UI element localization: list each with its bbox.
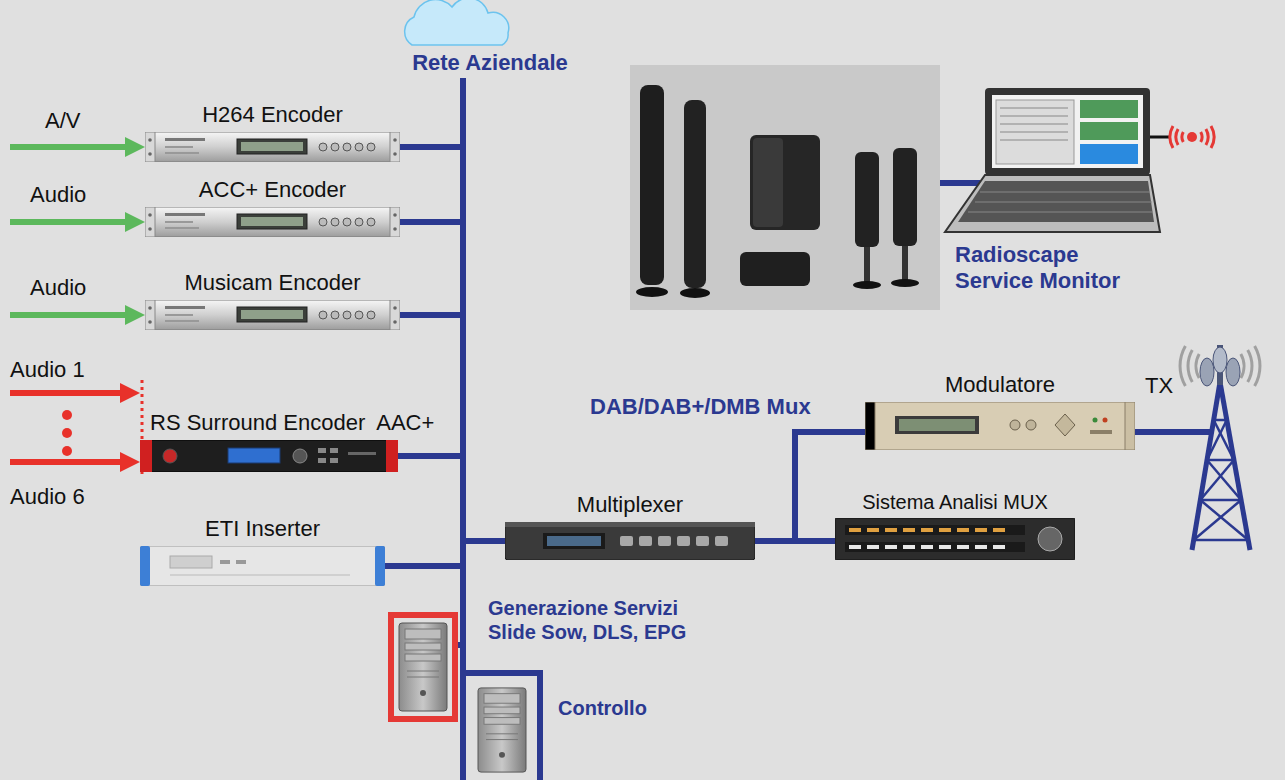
- laptop: [945, 88, 1160, 232]
- rack-unit: [145, 207, 400, 237]
- server-tower: [399, 623, 447, 711]
- network-link: [755, 538, 835, 544]
- signal-label: Audio 6: [10, 484, 85, 510]
- signal-label: A/V: [45, 108, 80, 134]
- rack-unit: [865, 402, 1135, 450]
- device-label: Musicam Encoder: [184, 270, 360, 296]
- device-label: Radioscape Service Monitor: [955, 242, 1140, 295]
- network-link: [398, 78, 463, 456]
- server-tower: [478, 688, 526, 772]
- signal-label: DAB/DAB+/DMB Mux: [590, 394, 811, 420]
- device-label: Generazione Servizi Slide Sow, DLS, EPG: [488, 596, 713, 644]
- device-label: TX: [1145, 373, 1173, 399]
- service-monitor: Radioscape Service Monitor: [945, 88, 1160, 232]
- rack-unit: [835, 518, 1075, 560]
- network-link: [400, 78, 463, 315]
- service-generator-pc: Generazione Servizi Slide Sow, DLS, EPG: [388, 612, 458, 722]
- modulator: Modulatore: [865, 402, 1135, 450]
- network-cloud: Rete Aziendale: [385, 0, 595, 78]
- signal-label: Audio: [30, 275, 86, 301]
- eti-inserter: ETI Inserter: [140, 546, 385, 586]
- device-label: ACC+ Encoder: [199, 177, 346, 203]
- surround-encoder: RS Surround Encoder AAC+: [140, 440, 398, 472]
- network-link: [400, 78, 463, 147]
- network-link: [385, 78, 463, 566]
- device-label: H264 Encoder: [202, 102, 343, 128]
- network-link: [400, 78, 463, 222]
- device-label: ETI Inserter: [205, 516, 320, 542]
- input-arrows: [10, 137, 145, 476]
- device-label: Sistema Analisi MUX: [862, 490, 1048, 514]
- musicam-encoder: Musicam Encoder: [145, 300, 400, 330]
- network-cloud-shape: [405, 0, 509, 45]
- signal-label: Audio: [30, 182, 86, 208]
- antenna-tower: [1140, 345, 1260, 550]
- rack-unit: [140, 546, 385, 586]
- device-label: RS Surround Encoder AAC+: [150, 410, 434, 436]
- multiplexer: Multiplexer: [505, 522, 755, 560]
- device-label: Modulatore: [945, 372, 1055, 398]
- radio-signal-icon: [1150, 126, 1214, 148]
- aac-encoder: ACC+ Encoder: [145, 207, 400, 237]
- network-link: [463, 78, 505, 541]
- speaker-link: [940, 180, 980, 186]
- h264-encoder: H264 Encoder: [145, 132, 400, 162]
- signal-label: Audio 1: [10, 357, 85, 383]
- speaker-set: [630, 65, 940, 310]
- rack-unit: [145, 132, 400, 162]
- rack-unit: [140, 440, 398, 472]
- rack-unit: [145, 300, 400, 330]
- network-link: [755, 432, 865, 541]
- device-label: Multiplexer: [577, 492, 683, 518]
- transmitter-tower: TX: [1145, 340, 1275, 555]
- device-label: Controllo: [558, 696, 647, 720]
- mux-analyzer: Sistema Analisi MUX: [835, 518, 1075, 560]
- network-link: [460, 78, 466, 670]
- device-label: Rete Aziendale: [412, 50, 568, 76]
- rack-unit: [505, 522, 755, 560]
- network-link: [1135, 429, 1145, 435]
- control-pc: Controllo: [460, 670, 543, 780]
